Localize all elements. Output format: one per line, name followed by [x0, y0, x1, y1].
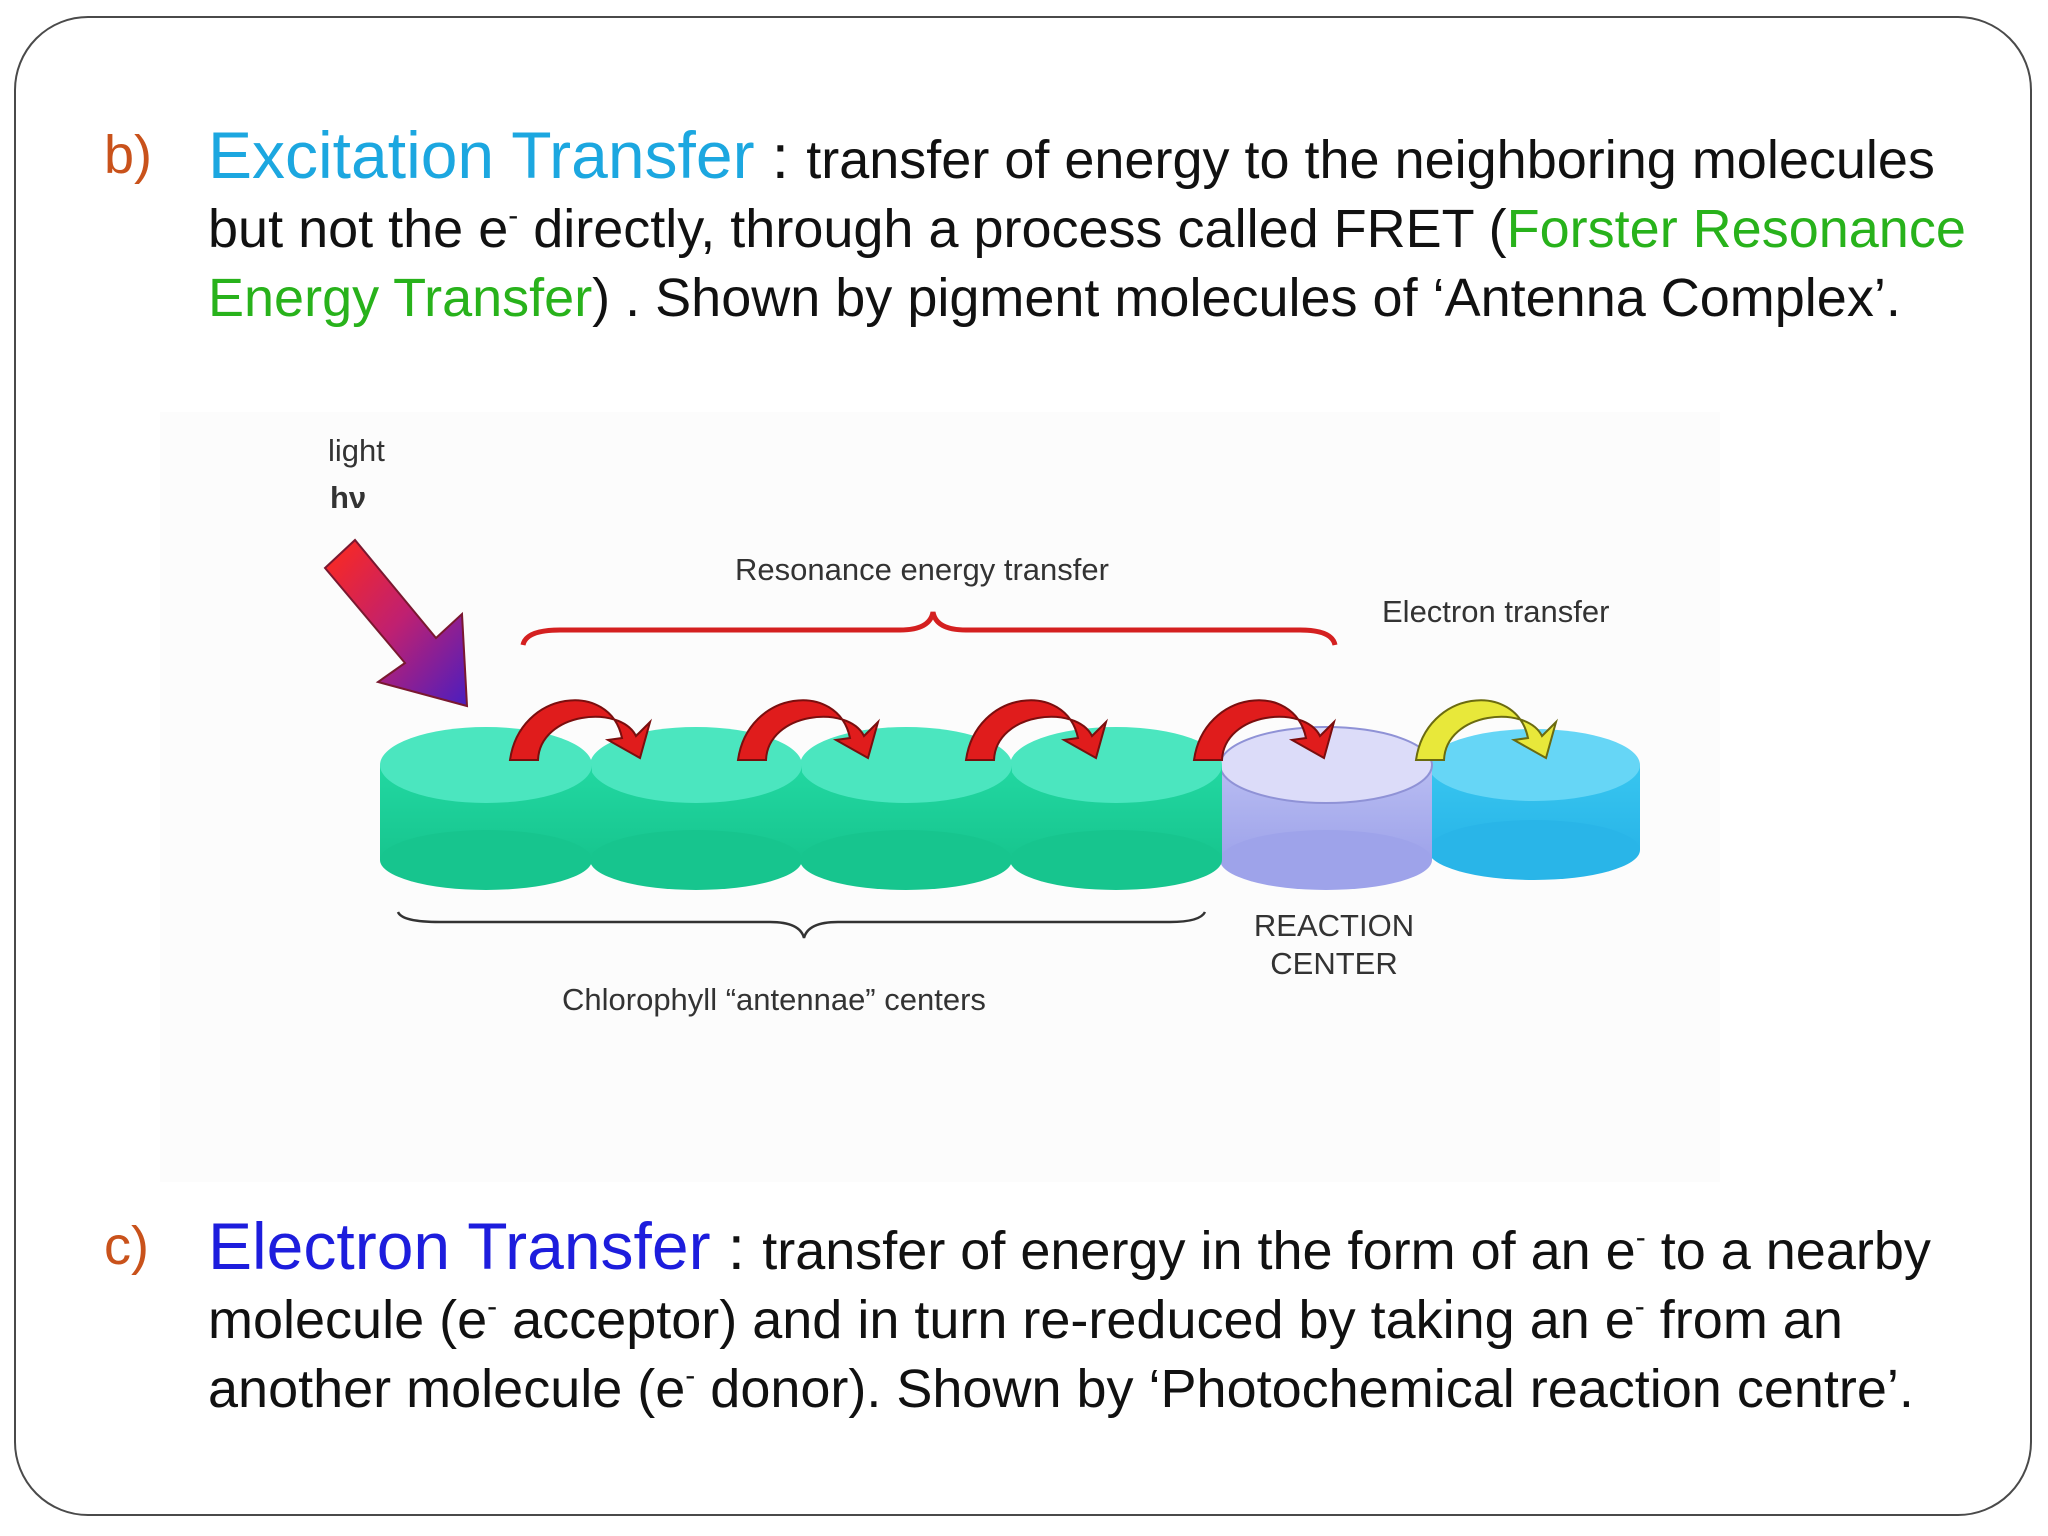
text: transfer of energy in the form of an e — [762, 1221, 1636, 1281]
text: acceptor) and in turn re-reduced by taki… — [497, 1290, 1635, 1350]
resonance-arrow — [1192, 699, 1336, 761]
text: transfer of energy to the neighboring mo… — [208, 130, 1935, 259]
antenna-disk — [380, 727, 592, 890]
bullet-marker-b: b) — [104, 125, 153, 185]
antenna-disk — [590, 727, 802, 890]
reaction-center-label-line2: CENTER — [1270, 946, 1397, 981]
resonance-label: Resonance energy transfer — [735, 552, 1109, 587]
superscript-minus: - — [487, 1290, 498, 1323]
text: directly, through a process called FRET … — [518, 199, 1507, 259]
term-excitation-transfer: Excitation Transfer — [208, 118, 755, 192]
antenna-disk — [1010, 727, 1222, 890]
bullet-electron-transfer: c) Electron Transfer : transfer of energ… — [104, 1209, 1968, 1424]
light-arrow — [323, 538, 469, 708]
resonance-arrow — [964, 699, 1108, 761]
hv-label: hν — [330, 480, 366, 515]
text: donor). Shown by ‘Photochemical reaction… — [695, 1359, 1914, 1419]
text: to a nearby molecule (e — [208, 1221, 1931, 1350]
resonance-arrow — [736, 699, 880, 761]
superscript-minus: - — [508, 199, 519, 232]
colon: : — [754, 123, 807, 192]
electron-arrow — [1414, 699, 1558, 761]
colon: : — [710, 1214, 763, 1283]
term-fret: Forster Resonance Energy Transfer — [208, 199, 1966, 328]
light-label: light — [328, 433, 385, 468]
acceptor-disk — [1428, 729, 1640, 880]
bullet-excitation-transfer: b) Excitation Transfer : transfer of ene… — [104, 118, 1968, 333]
resonance-brace — [520, 611, 1338, 646]
antennae-label: Chlorophyll “antennae” centers — [562, 982, 986, 1017]
bullet-marker-c: c) — [104, 1216, 149, 1276]
reaction-center-label-line1: REACTION — [1254, 908, 1414, 943]
text: ) . Shown by pigment molecules of ‘Anten… — [592, 268, 1901, 328]
antennae-brace — [396, 911, 1207, 939]
superscript-minus: - — [685, 1359, 696, 1392]
term-electron-transfer: Electron Transfer — [208, 1209, 711, 1283]
reaction-center-disk — [1219, 726, 1433, 890]
superscript-minus: - — [1635, 1221, 1646, 1254]
electron-transfer-label: Electron transfer — [1382, 594, 1609, 629]
text: from an another molecule (e — [208, 1290, 1843, 1419]
superscript-minus: - — [1634, 1290, 1645, 1323]
resonance-arrow — [508, 699, 652, 761]
